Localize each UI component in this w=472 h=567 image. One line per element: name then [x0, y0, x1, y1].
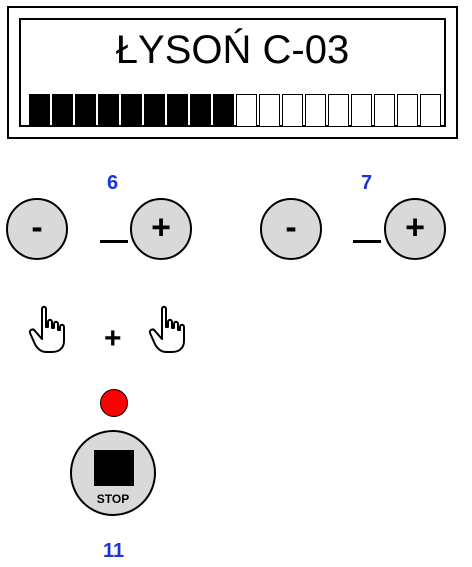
lcd-title: ŁYSOŃ C-03: [115, 28, 350, 72]
pointing-hand-icon: [28, 305, 65, 353]
stop-number: 11: [103, 540, 125, 562]
bar-segment-empty: [351, 94, 372, 127]
minus-symbol: -: [285, 208, 297, 247]
lcd-inner-frame: ŁYSOŃ C-03: [19, 18, 446, 127]
bar-segment-empty: [305, 94, 326, 127]
red-indicator-led: [100, 389, 128, 417]
connector-6: [100, 240, 128, 243]
bar-segment-empty: [374, 94, 395, 127]
bar-segment-filled: [29, 94, 50, 127]
connector-7: [353, 240, 381, 243]
group-number-6: 6: [107, 172, 119, 194]
group-number-7: 7: [361, 172, 373, 194]
bar-segment-empty: [282, 94, 303, 127]
plus-symbol: +: [405, 208, 425, 247]
pointing-hand-icon: [148, 305, 185, 353]
bar-segment-empty: [397, 94, 418, 127]
bar-segment-empty: [259, 94, 280, 127]
minus-button-6[interactable]: -: [6, 198, 68, 260]
minus-symbol: -: [31, 208, 43, 247]
plus-button-7[interactable]: +: [384, 198, 446, 260]
plus-symbol: +: [151, 208, 171, 247]
bar-segment-filled: [121, 94, 142, 127]
bar-segment-filled: [52, 94, 73, 127]
bar-segment-filled: [75, 94, 96, 127]
bar-segment-empty: [328, 94, 349, 127]
bar-segment-filled: [98, 94, 119, 127]
bar-segment-filled: [213, 94, 234, 127]
combo-plus: +: [104, 322, 122, 355]
lcd-display: ŁYSOŃ C-03: [7, 6, 458, 139]
stop-square-icon: [94, 450, 134, 486]
bar-segment-filled: [167, 94, 188, 127]
stop-button[interactable]: STOP: [70, 430, 156, 516]
bar-segment-filled: [144, 94, 165, 127]
bar-segment-filled: [190, 94, 211, 127]
bar-segment-empty: [420, 94, 441, 127]
stop-label: STOP: [96, 492, 130, 506]
bar-segment-empty: [236, 94, 257, 127]
minus-button-7[interactable]: -: [260, 198, 322, 260]
plus-button-6[interactable]: +: [130, 198, 192, 260]
